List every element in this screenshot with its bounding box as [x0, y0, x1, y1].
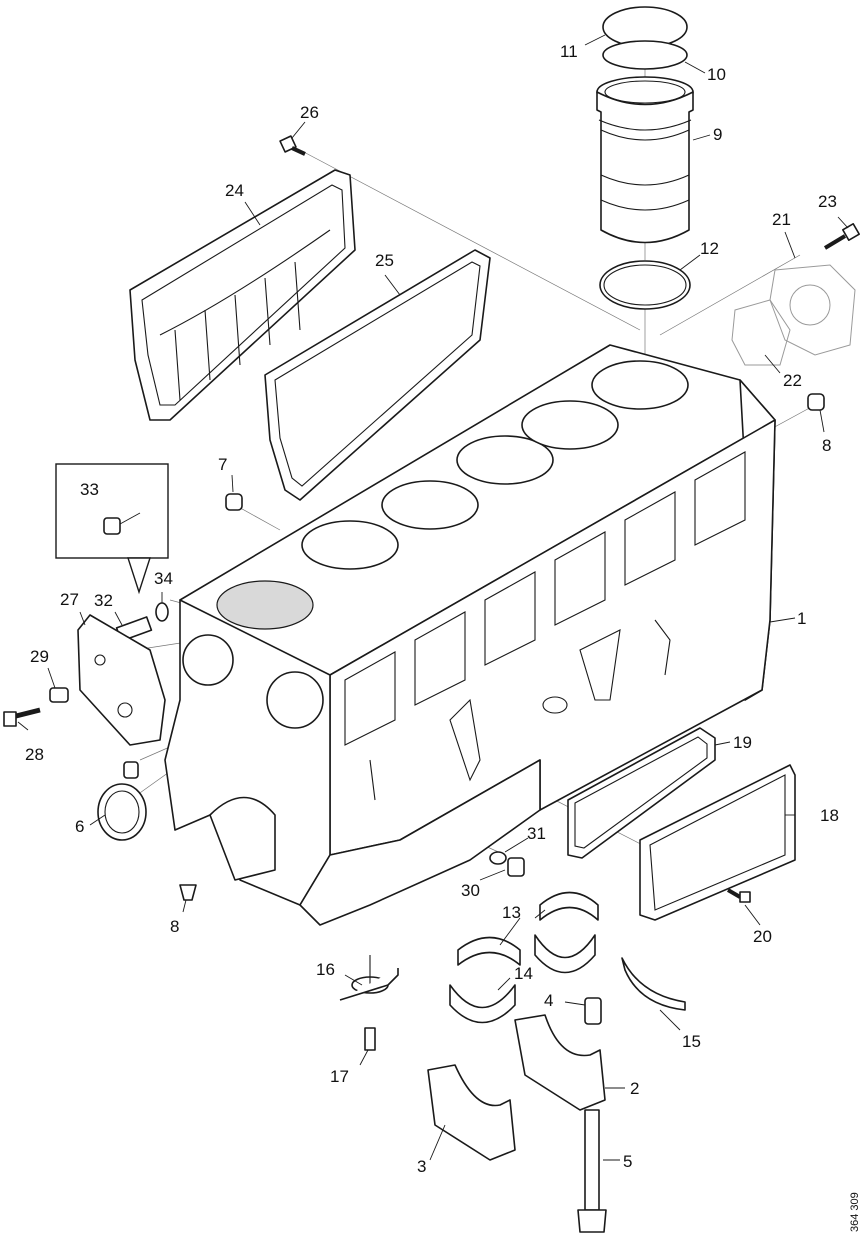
callout-27: 27 — [60, 590, 79, 609]
callout-2: 2 — [630, 1079, 639, 1098]
callout-3: 3 — [417, 1157, 426, 1176]
bolt-28 — [3, 707, 41, 727]
callout-24: 24 — [225, 181, 244, 200]
callout-32: 32 — [94, 591, 113, 610]
sleeve-29 — [49, 687, 69, 703]
washer-31 — [489, 851, 507, 865]
cylinder-liner — [596, 76, 694, 244]
plug-7 — [225, 493, 243, 511]
thrust-washer — [621, 957, 686, 1011]
cap-bolt — [577, 1109, 607, 1233]
mounting-plate — [77, 614, 166, 746]
callout-8-upper: 8 — [822, 436, 831, 455]
callout-18: 18 — [820, 806, 839, 825]
callout-28: 28 — [25, 745, 44, 764]
main-bearing-cap-2 — [514, 1014, 606, 1111]
pump-bolt — [823, 223, 860, 250]
main-bearing-cap-3 — [427, 1064, 516, 1161]
callout-5: 5 — [623, 1152, 632, 1171]
cylinder-block — [164, 344, 776, 926]
cover-plate — [639, 764, 796, 921]
inset-detail-box — [55, 463, 169, 595]
leader-lines — [17, 34, 849, 1161]
callout-16: 16 — [316, 960, 335, 979]
callout-21: 21 — [772, 210, 791, 229]
seal-washer-34 — [155, 602, 169, 622]
callout-6: 6 — [75, 817, 84, 836]
callout-26: 26 — [300, 103, 319, 122]
callout-34: 34 — [154, 569, 173, 588]
callout-25: 25 — [375, 251, 394, 270]
side-cover-gasket — [264, 249, 491, 501]
callout-1: 1 — [797, 609, 806, 628]
callout-19: 19 — [733, 733, 752, 752]
piston-cooling-nozzle — [339, 955, 399, 1001]
callout-30: 30 — [461, 881, 480, 900]
document-number: 364 309 — [849, 1192, 861, 1232]
callout-29: 29 — [30, 647, 49, 666]
callout-14: 14 — [514, 964, 533, 983]
callout-22: 22 — [783, 371, 802, 390]
cover-bolt-20 — [726, 888, 751, 903]
callout-17: 17 — [330, 1067, 349, 1086]
cover-gasket — [567, 727, 716, 859]
side-cover — [129, 169, 356, 421]
callout-31: 31 — [527, 824, 546, 843]
callout-7: 7 — [218, 455, 227, 474]
callout-4: 4 — [544, 991, 553, 1010]
plug-upper — [807, 393, 825, 411]
callout-10: 10 — [707, 65, 726, 84]
callout-8-lower: 8 — [170, 917, 179, 936]
liner-o-ring — [599, 260, 691, 310]
callout-13: 13 — [502, 903, 521, 922]
cover-bolt — [279, 135, 306, 156]
callout-15: 15 — [682, 1032, 701, 1051]
bearing-shells — [449, 891, 599, 1024]
nozzle-bolt — [364, 1027, 376, 1051]
plug-30 — [507, 857, 525, 877]
seal-ring-10 — [602, 40, 688, 70]
callout-20: 20 — [753, 927, 772, 946]
callout-23: 23 — [818, 192, 837, 211]
dowel-sleeve — [584, 997, 602, 1025]
callout-labels: 1 2 3 4 5 6 7 8 8 9 10 11 12 13 14 15 16… — [25, 42, 839, 1176]
coolant-pump-faint — [769, 264, 856, 356]
plug-lower — [179, 884, 197, 901]
callout-9: 9 — [713, 125, 722, 144]
callout-33: 33 — [80, 480, 99, 499]
pump-gasket-faint — [731, 299, 791, 366]
callout-11: 11 — [560, 42, 578, 61]
crankshaft-seal — [97, 761, 147, 841]
callout-12: 12 — [700, 239, 719, 258]
